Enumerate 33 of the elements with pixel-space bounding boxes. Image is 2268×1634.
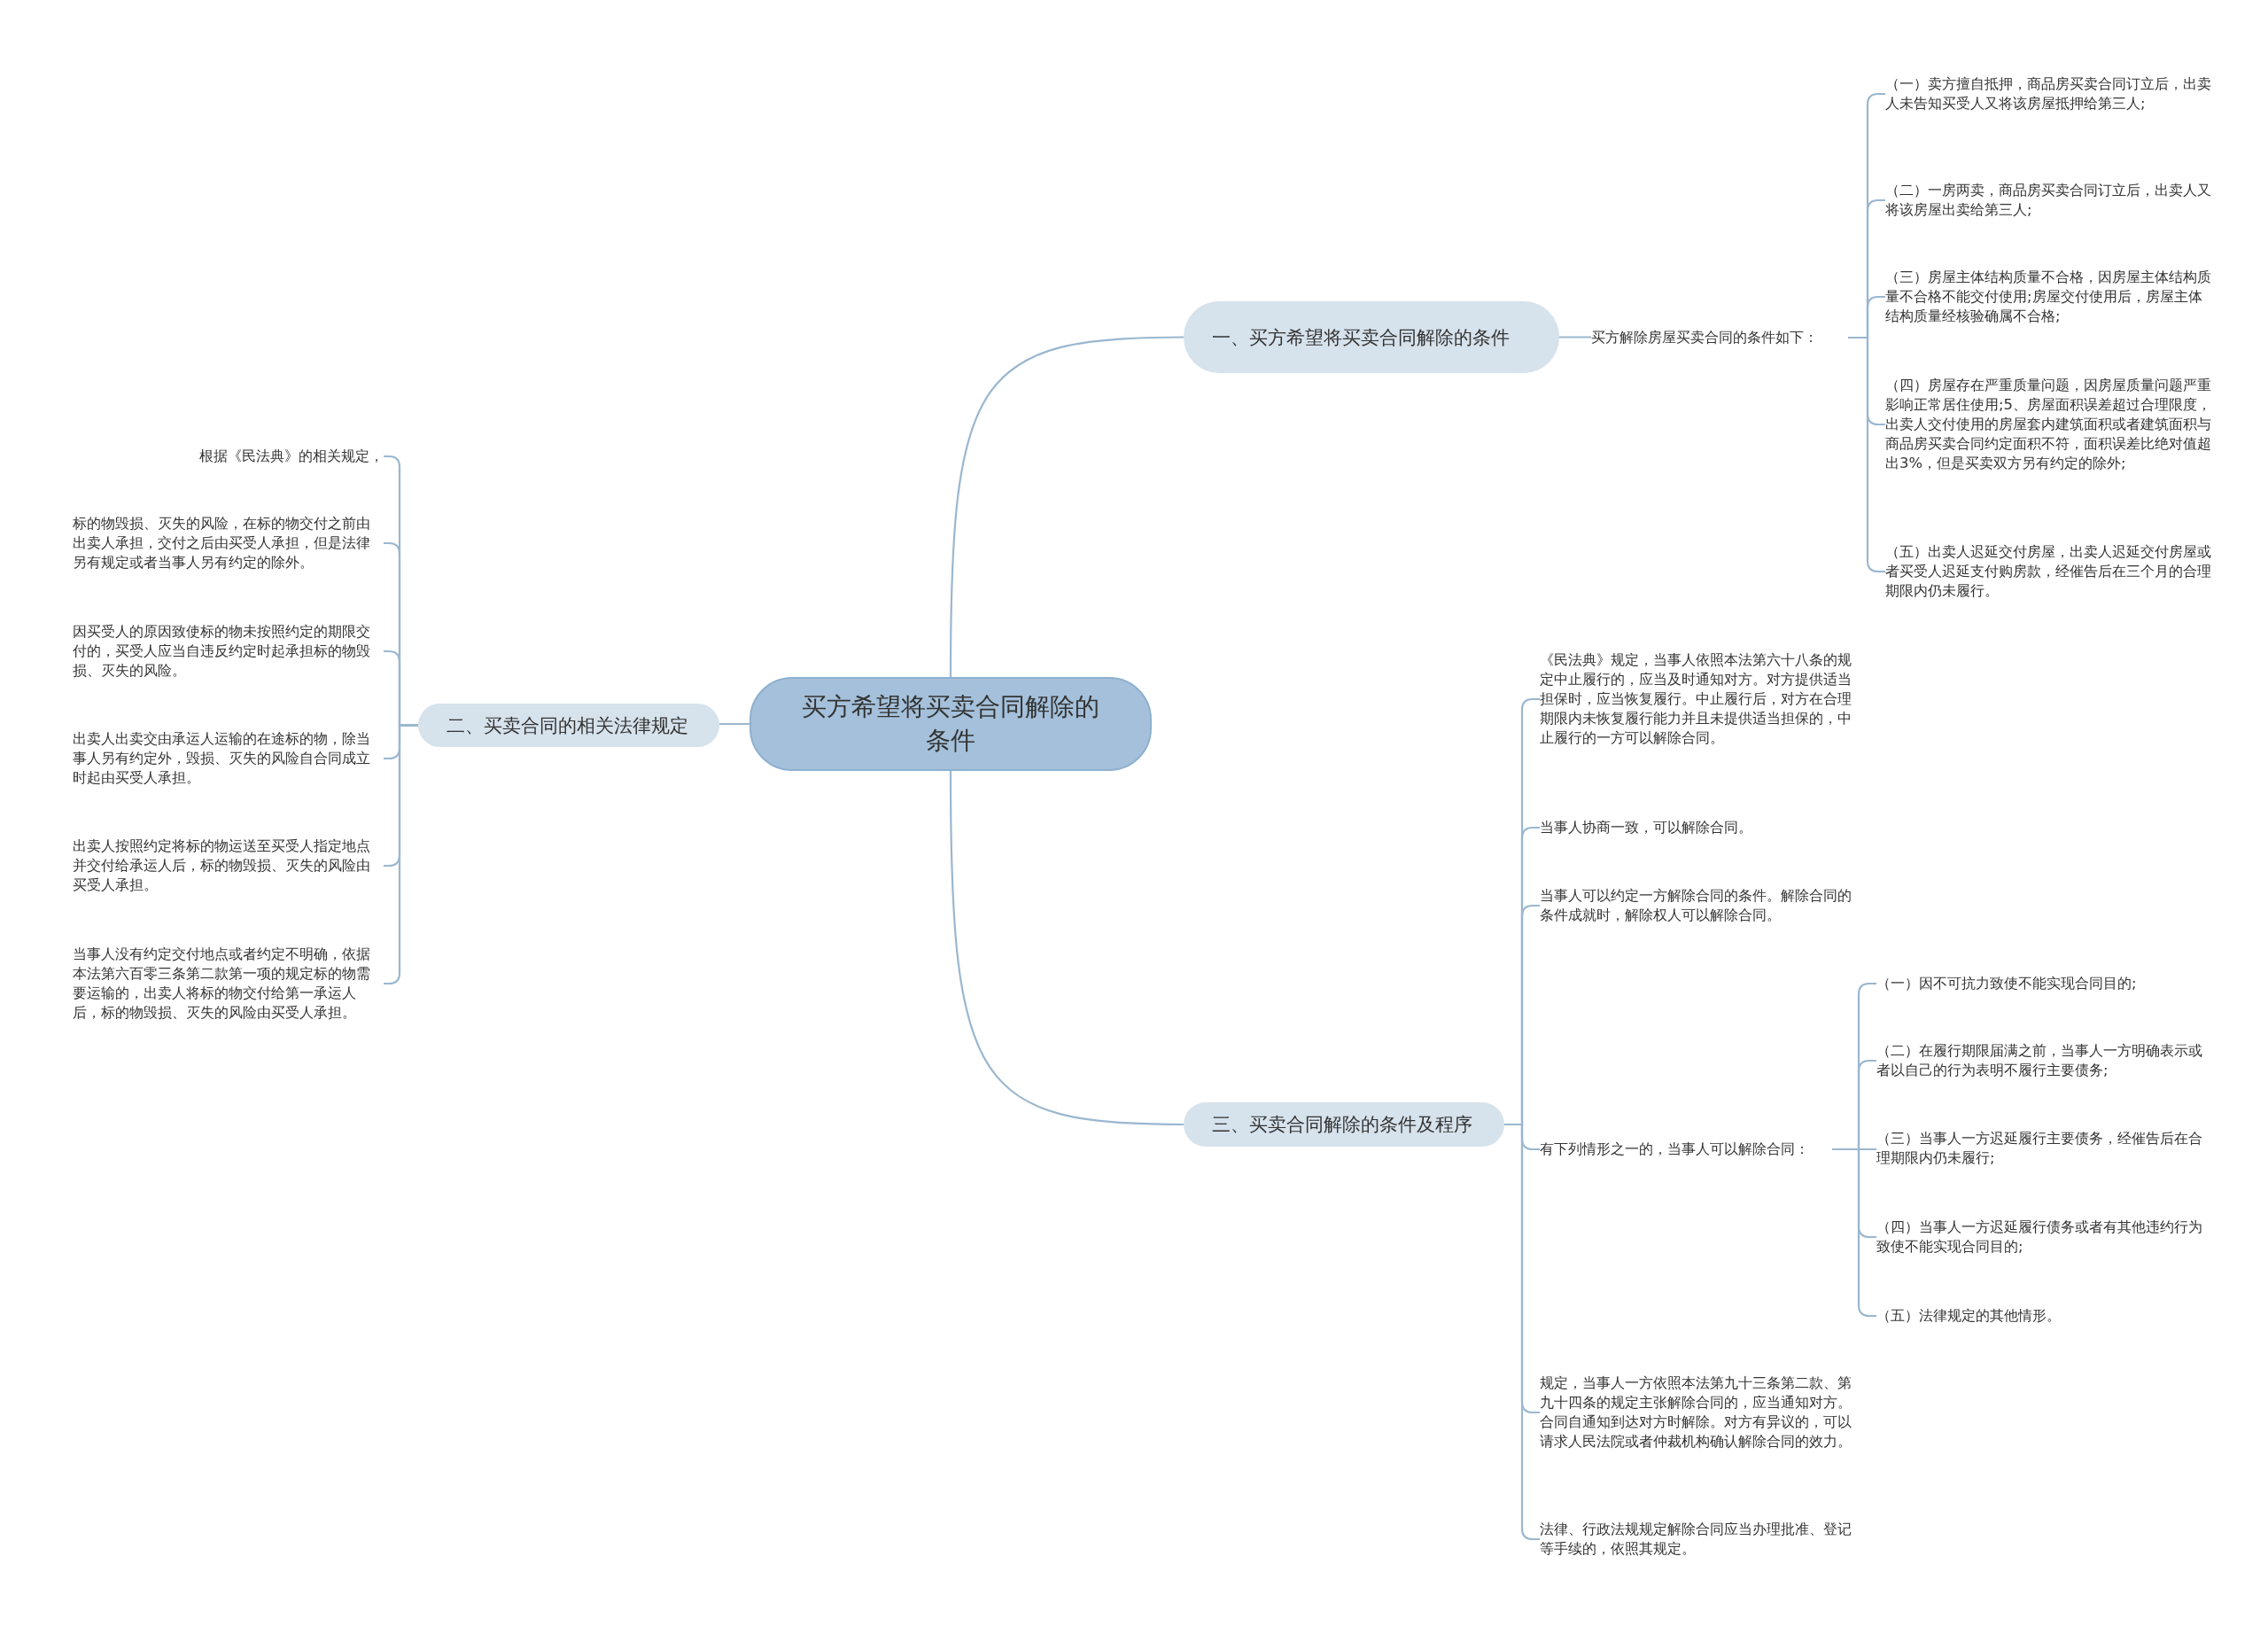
- topic-text: 标的物毁损、灭失的风险，在标的物交付之前由出卖人承担，交付之后由买受人承担，但是法律另有规定或者当事人另有约定的除外。: [73, 514, 371, 572]
- topic-text: （五）法律规定的其他情形。: [1876, 1306, 2062, 1326]
- topic-text: 法律、行政法规规定解除合同应当办理批准、登记等手续的，依照其规定。: [1540, 1520, 1852, 1559]
- topic-text: （三）房屋主体结构质量不合格，因房屋主体结构质量不合格不能交付使用;房屋交付使用后，房屋主体结构质量经核验确属不合格;: [1885, 268, 2212, 326]
- topic-label: 三、买卖合同解除的条件及程序: [1212, 1113, 1472, 1137]
- topic-text: 买方解除房屋买卖合同的条件如下：: [1591, 328, 1819, 347]
- topic-label: 二、买卖合同的相关法律规定: [447, 713, 688, 738]
- topic-text: 当事人没有约定交付地点或者约定不明确，依据本法第六百零三条第二款第一项的规定标的物需要运输的，出卖人将标的物交付给第一承运人后，标的物毁损、灭失的风险由买受人承担。: [73, 945, 371, 1023]
- connector-line: [949, 771, 1184, 1126]
- topic-text: 规定，当事人一方依照本法第九十三条第二款、第九十四条的规定主张解除合同的，应当通知对方。合同自通知到达对方时解除。对方有异议的，可以请求人民法院或者仲裁机构确认解除合同的效力。: [1540, 1373, 1852, 1451]
- topic-text: 当事人协商一致，可以解除合同。: [1540, 818, 1753, 837]
- topic-text: （二）在履行期限届满之前，当事人一方明确表示或者以自己的行为表明不履行主要债务;: [1876, 1041, 2203, 1080]
- topic-bubble: [418, 704, 719, 747]
- connector-line: [949, 336, 1184, 677]
- topic-text: （一）卖方擅自抵押，商品房买卖合同订立后，出卖人未告知买受人又将该房屋抵押给第三人;: [1885, 74, 2212, 113]
- topic-text: 《民法典》规定，当事人依照本法第六十八条的规定中止履行的，应当及时通知对方。对方提供适当担保时，应当恢复履行。中止履行后，对方在合理期限内未恢复履行能力并且未提供适当担保的，中止履行的一方可以解除合同。: [1540, 650, 1852, 748]
- topic-text: 有下列情形之一的，当事人可以解除合同：: [1540, 1140, 1810, 1159]
- topic-text: 因买受人的原因致使标的物未按照约定的期限交付的，买受人应当自违反约定时起承担标的物毁损、灭失的风险。: [73, 622, 371, 681]
- topic-text: 当事人可以约定一方解除合同的条件。解除合同的条件成就时，解除权人可以解除合同。: [1540, 886, 1852, 925]
- topic-text: （二）一房两卖，商品房买卖合同订立后，出卖人又将该房屋出卖给第三人;: [1885, 181, 2212, 220]
- connector-line: [719, 722, 750, 726]
- topic-label: 买方希望将买卖合同解除的条件: [801, 691, 1100, 757]
- topic-text: （四）房屋存在严重质量问题，因房屋质量问题严重影响正常居住使用;5、房屋面积误差超过合理限度，出卖人交付使用的房屋套内建筑面积或者建筑面积与商品房买卖合同约定面积不符，面积误差比绝对值超出3%，但是买卖双方另有约定的除外;: [1885, 376, 2212, 473]
- topic-text: 根据《民法典》的相关规定，: [198, 447, 384, 466]
- topic-text: （四）当事人一方迟延履行债务或者有其他违约行为致使不能实现合同目的;: [1876, 1218, 2203, 1257]
- connector-line: [1559, 336, 1591, 338]
- topic-bubble: [1184, 1102, 1504, 1147]
- topic-text: （三）当事人一方迟延履行主要债务，经催告后在合理期限内仍未履行;: [1876, 1129, 2203, 1168]
- topic-text: （五）出卖人迟延交付房屋，出卖人迟延交付房屋或者买受人迟延支付购房款，经催告后在三个月的合理期限内仍未履行。: [1885, 542, 2212, 601]
- topic-text: 出卖人出卖交由承运人运输的在途标的物，除当事人另有约定外，毁损、灭失的风险自合同成立时起由买受人承担。: [73, 729, 371, 788]
- topic-label: 一、买方希望将买卖合同解除的条件: [1212, 325, 1510, 350]
- topic-text: （一）因不可抗力致使不能实现合同目的;: [1876, 974, 2138, 993]
- topic-text: 出卖人按照约定将标的物运送至买受人指定地点并交付给承运人后，标的物毁损、灭失的风险由买受人承担。: [73, 836, 371, 895]
